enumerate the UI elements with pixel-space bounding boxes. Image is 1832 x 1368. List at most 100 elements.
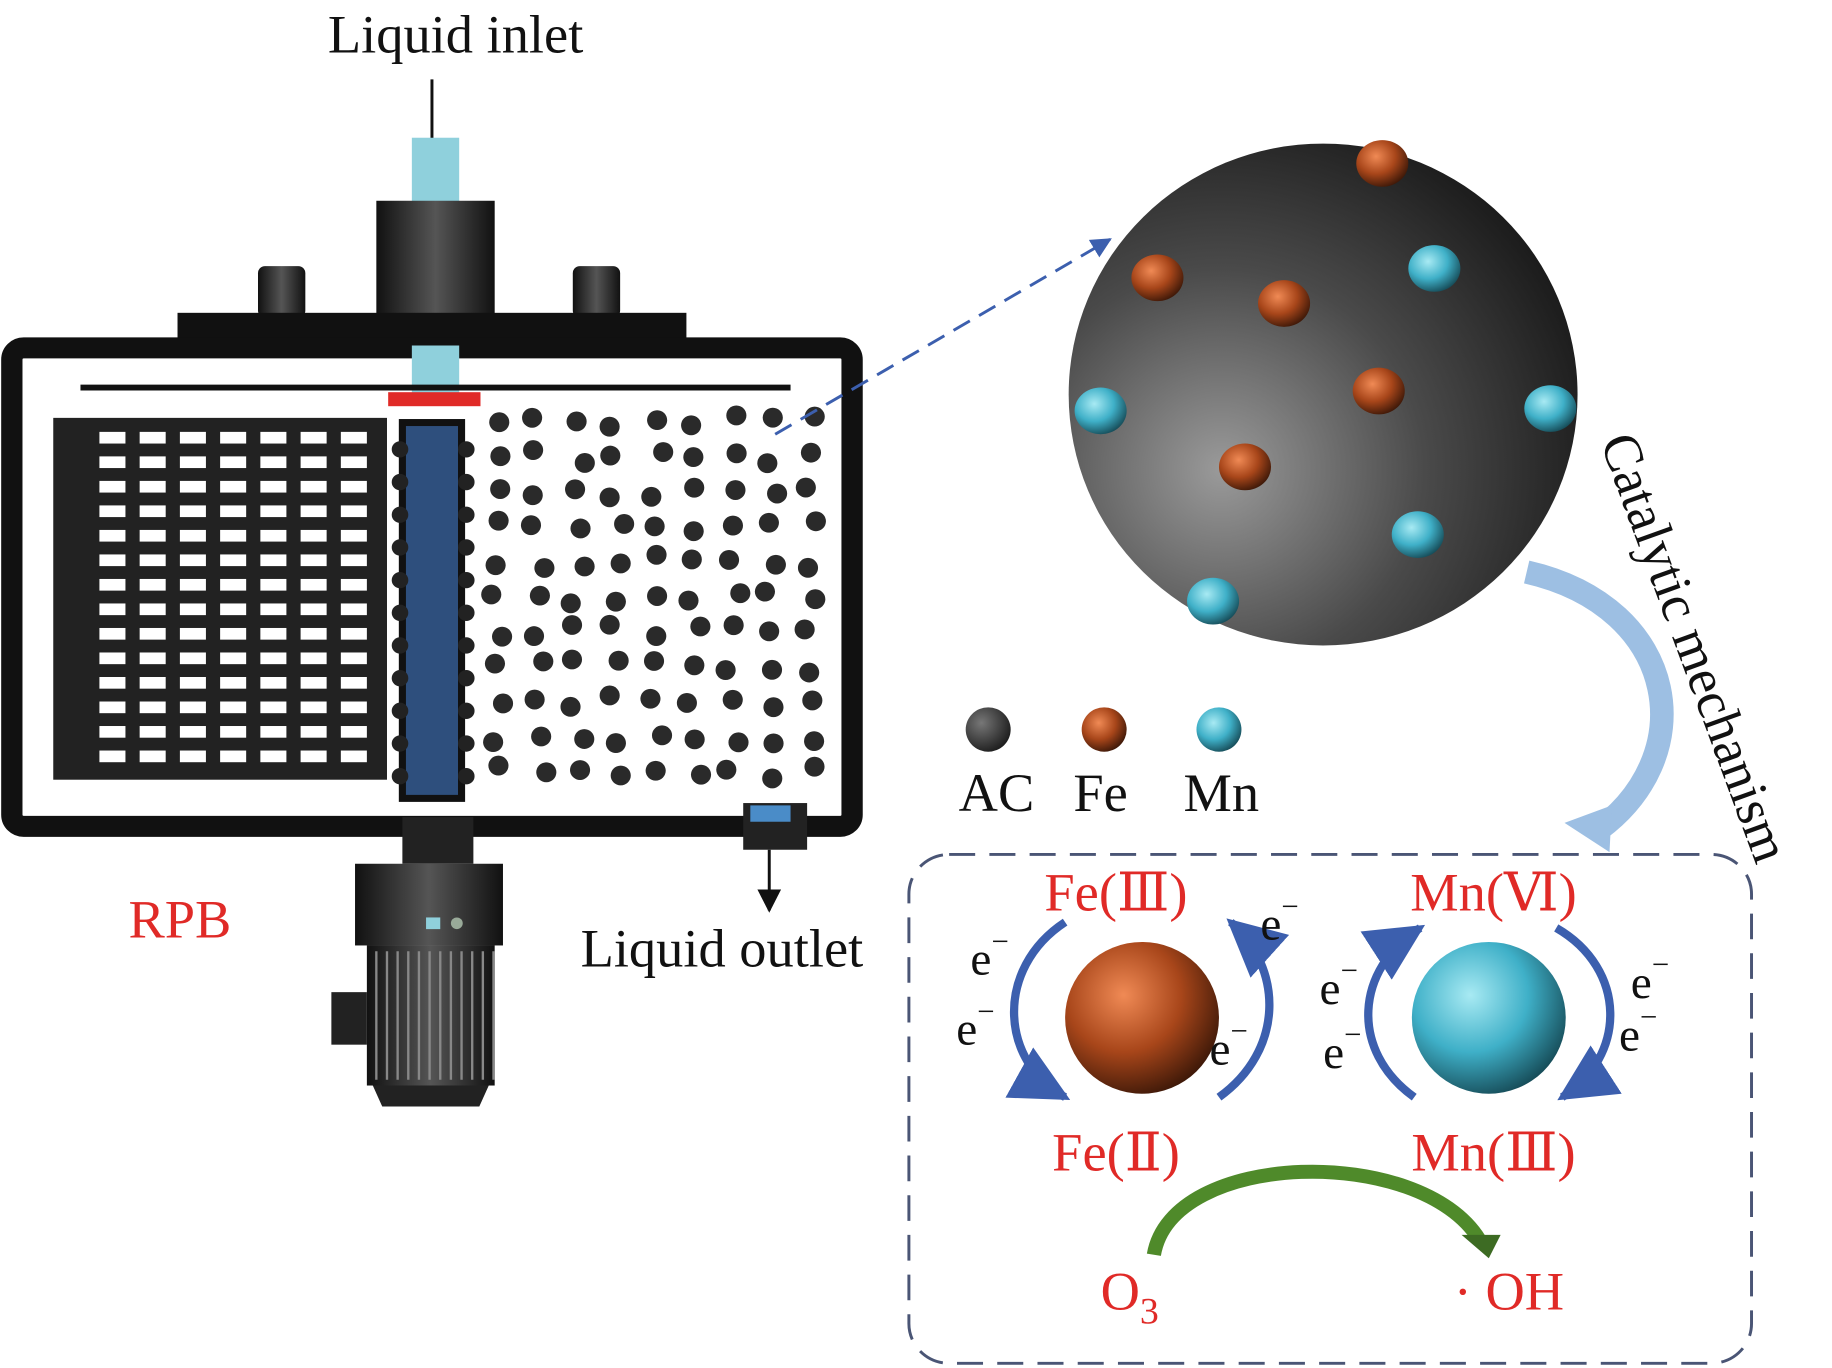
mesh-hole xyxy=(99,627,126,640)
catalyst-particle xyxy=(565,479,586,500)
mesh-hole xyxy=(139,652,166,665)
catalyst-particle xyxy=(574,556,595,577)
mn-sphere xyxy=(1411,941,1566,1094)
mesh-hole xyxy=(340,554,367,567)
mesh-hole xyxy=(179,554,206,567)
mesh-hole xyxy=(260,603,287,616)
mesh-hole xyxy=(220,652,247,665)
catalyst-particle xyxy=(531,726,552,747)
fe-dot xyxy=(1352,367,1405,415)
mesh-hole xyxy=(179,431,206,444)
mesh-hole xyxy=(99,554,126,567)
catalyst-particle xyxy=(522,485,543,506)
legend: AC Fe Mn xyxy=(959,707,1259,823)
column-bump xyxy=(458,768,475,785)
column-bumps xyxy=(391,441,475,785)
mesh-hole xyxy=(220,431,247,444)
mesh-hole xyxy=(300,726,327,738)
mesh-hole xyxy=(260,554,287,567)
mesh-hole xyxy=(99,652,126,665)
mesh-hole xyxy=(260,480,287,493)
catalyst-particle xyxy=(488,755,509,776)
catalyst-particle xyxy=(574,729,595,749)
mesh-hole xyxy=(179,627,206,640)
liquid-inlet-label: Liquid inlet xyxy=(328,5,583,65)
mesh-hole xyxy=(340,529,367,542)
mesh-hole xyxy=(139,456,166,469)
catalyst-particle xyxy=(566,411,587,432)
column-bump xyxy=(458,473,475,491)
mesh-hole xyxy=(340,750,367,763)
column-bump xyxy=(458,539,475,556)
mesh-hole xyxy=(139,603,166,616)
mesh-hole xyxy=(300,456,327,469)
mesh-hole xyxy=(340,652,367,665)
mesh-hole xyxy=(220,554,247,567)
catalyst-particle xyxy=(763,733,784,754)
catalyst-particle xyxy=(481,584,502,605)
central-column xyxy=(398,419,466,802)
electron-label: e− xyxy=(1209,1014,1247,1075)
catalyst-particle xyxy=(726,405,747,426)
mesh-hole xyxy=(99,456,126,469)
mesh-hole xyxy=(220,529,247,542)
mesh-hole xyxy=(99,676,126,689)
catalyst-particle xyxy=(804,406,825,427)
catalyst-particle xyxy=(570,518,591,539)
column-bump xyxy=(458,604,475,621)
catalyst-particle xyxy=(797,557,819,578)
mesh-hole xyxy=(220,603,247,616)
column-bump xyxy=(391,669,409,687)
catalyst-particle xyxy=(605,591,626,612)
catalyst-particle xyxy=(646,544,667,565)
catalyst-particle xyxy=(599,487,620,508)
mesh-hole xyxy=(99,480,126,493)
mesh-hole xyxy=(179,480,206,493)
catalyst-particle xyxy=(614,514,635,534)
column-bump xyxy=(391,473,409,491)
electron-label: e− xyxy=(1619,1000,1657,1061)
mesh-hole xyxy=(139,554,166,567)
mesh-hole xyxy=(340,456,367,469)
column-bump xyxy=(458,735,475,752)
mesh-hole xyxy=(260,456,287,469)
catalyst-particle xyxy=(684,655,705,676)
mesh-hole xyxy=(340,431,367,444)
electron-label: e− xyxy=(970,924,1008,985)
catalyst-particle xyxy=(490,446,511,467)
catalyst-particles xyxy=(481,405,826,789)
column-bump xyxy=(458,637,475,654)
mesh-hole xyxy=(300,578,327,591)
catalyst-particle xyxy=(536,762,557,783)
catalyst-particle xyxy=(681,549,702,570)
ozone-conversion-arrow xyxy=(1146,1164,1486,1257)
catalyst-particle xyxy=(608,650,629,671)
catalyst-particle xyxy=(761,659,783,680)
mesh-hole xyxy=(179,456,206,469)
top-cylinder xyxy=(376,200,495,318)
mesh-hole xyxy=(300,627,327,640)
catalyst-particle xyxy=(647,586,668,606)
catalyst-particle xyxy=(678,590,699,611)
catalyst-particle xyxy=(646,626,667,647)
ozone-conversion-arrowhead xyxy=(1461,1234,1501,1259)
mesh-hole xyxy=(300,652,327,665)
mn-vi-label: Mn(Ⅵ) xyxy=(1410,863,1577,923)
mesh-hole xyxy=(300,431,327,444)
catalyst-particle xyxy=(600,445,621,466)
fe-dot xyxy=(1356,140,1409,187)
mesh-hole xyxy=(300,701,327,714)
mesh-hole xyxy=(220,726,247,738)
mesh-hole xyxy=(99,603,126,616)
mesh-hole xyxy=(220,750,247,763)
catalyst-particle xyxy=(485,555,506,576)
fe-iii-label: Fe(Ⅲ) xyxy=(1044,863,1187,923)
motor xyxy=(331,817,503,1107)
mesh-hole xyxy=(220,505,247,518)
hydroxyl-radical-label: · OH xyxy=(1454,1262,1564,1322)
mesh-hole xyxy=(260,750,287,763)
mesh-hole xyxy=(99,578,126,591)
catalyst-particle xyxy=(520,515,542,536)
mesh-hole xyxy=(179,726,206,738)
